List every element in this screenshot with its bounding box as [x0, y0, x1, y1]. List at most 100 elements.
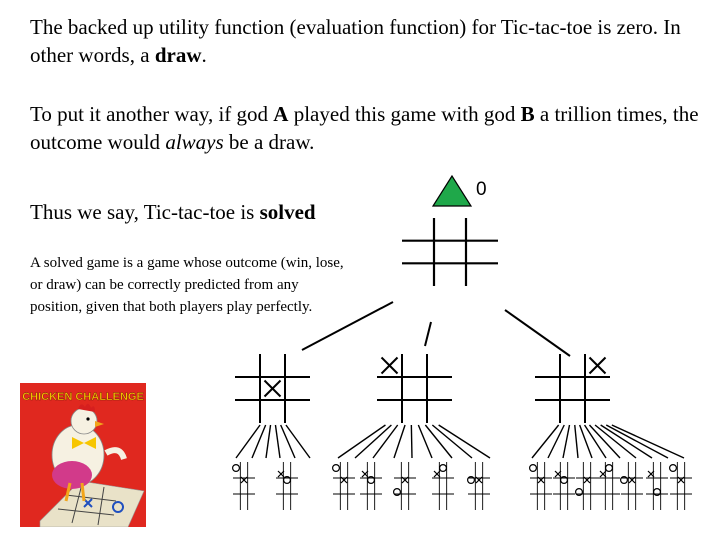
- grandchild-boards: [232, 424, 692, 510]
- grandchild-board: [646, 462, 668, 510]
- tree-edge: [574, 424, 579, 459]
- o-mark-icon: [332, 464, 341, 473]
- o-mark-icon: [232, 464, 241, 473]
- x-mark-icon: [583, 476, 591, 484]
- tree-edge: [301, 301, 394, 351]
- text-segment: Thus we say, Tic-tac-toe is: [30, 200, 260, 224]
- tree-edge: [337, 424, 386, 459]
- tictactoe-grid: [576, 462, 598, 510]
- tree-edge: [417, 424, 433, 459]
- tree-edge: [251, 424, 267, 459]
- tree-edge: [578, 424, 593, 459]
- tictactoe-grid: [233, 462, 255, 510]
- x-mark-icon: [677, 476, 685, 484]
- x-mark-icon: [361, 470, 369, 478]
- grandchild-board: [553, 462, 575, 510]
- o-mark-icon: [619, 476, 628, 485]
- chicken-challenge-image: CHICKEN CHALLENGE: [20, 383, 146, 527]
- tree-edge: [504, 309, 571, 357]
- gods-paragraph: To put it another way, if god A played t…: [30, 100, 710, 156]
- grandchild-board: [528, 462, 552, 510]
- tree-edge: [611, 424, 685, 459]
- tree-edge: [583, 424, 607, 459]
- solved-definition: A solved game is a game whose outcome (w…: [30, 255, 344, 315]
- tree-edges: [301, 301, 571, 357]
- tree-edge: [393, 424, 406, 459]
- chicken-challenge-logo: CHICKEN CHALLENGE: [22, 391, 144, 403]
- o-mark-icon: [559, 476, 568, 485]
- root-node: [431, 174, 473, 207]
- tree-edge: [562, 424, 571, 459]
- max-triangle-icon: [431, 174, 473, 207]
- tictactoe-grid: [598, 462, 620, 510]
- tree-edge: [431, 424, 473, 459]
- grandchild-board: [276, 462, 298, 510]
- x-mark-icon: [401, 476, 409, 484]
- o-mark-icon: [439, 464, 448, 473]
- x-mark-icon: [380, 356, 399, 375]
- child-board: [235, 354, 310, 423]
- tree-edge: [280, 424, 296, 459]
- god-a-label: A: [273, 102, 289, 126]
- x-mark-icon: [537, 476, 545, 484]
- tictactoe-grid: [621, 462, 643, 510]
- god-b-label: B: [520, 102, 535, 126]
- o-mark-icon: [528, 464, 537, 473]
- o-mark-icon: [283, 476, 292, 485]
- grandchild-board: [668, 462, 692, 510]
- tree-edge: [547, 424, 565, 459]
- tictactoe-grid: [377, 354, 452, 423]
- o-mark-icon: [668, 464, 677, 473]
- o-mark-icon: [467, 476, 476, 485]
- root-value: 0: [476, 179, 487, 200]
- tree-edge: [410, 424, 413, 459]
- solved-paragraph: Thus we say, Tic-tac-toe is solved: [30, 198, 316, 226]
- x-mark-icon: [647, 470, 655, 478]
- tree-edge: [354, 424, 392, 459]
- tree-edge: [274, 424, 281, 459]
- child-board: [377, 354, 452, 423]
- tictactoe-grid: [553, 462, 575, 510]
- tictactoe-grid: [394, 462, 416, 510]
- grandchild-board: [360, 462, 382, 510]
- text-segment: .: [201, 43, 207, 67]
- grandchild-board: [598, 462, 620, 510]
- x-mark-icon: [277, 470, 285, 478]
- text-segment: be a draw.: [223, 130, 315, 154]
- x-mark-icon: [554, 470, 562, 478]
- text-segment: To put it another way, if god: [30, 102, 274, 126]
- o-mark-icon: [652, 488, 661, 497]
- o-mark-icon: [393, 488, 402, 497]
- tictactoe-grid: [235, 354, 310, 423]
- x-mark-icon: [263, 379, 282, 398]
- x-mark-icon: [475, 476, 483, 484]
- text-segment: The backed up utility function (evaluati…: [30, 15, 681, 67]
- tictactoe-grid: [468, 462, 490, 510]
- tree-edge: [265, 424, 272, 459]
- tictactoe-grid: [276, 462, 298, 510]
- draw-bold-text: draw: [154, 43, 202, 67]
- tree-edge: [285, 424, 311, 459]
- tree-edge: [531, 424, 560, 459]
- tree-edge: [424, 321, 432, 347]
- x-mark-icon: [588, 356, 607, 375]
- grandchild-board: [574, 462, 598, 510]
- x-mark-icon: [433, 470, 441, 478]
- grandchild-board: [332, 462, 355, 510]
- grandchild-board: [619, 462, 643, 510]
- grandchild-board: [232, 462, 255, 510]
- tictactoe-grid: [402, 218, 498, 286]
- o-mark-icon: [367, 476, 376, 485]
- x-mark-icon: [599, 470, 607, 478]
- tictactoe-grid: [360, 462, 382, 510]
- solved-bold-text: solved: [259, 200, 316, 224]
- root-board: [402, 218, 498, 286]
- tictactoe-grid: [432, 462, 454, 510]
- text-segment: a trillion times, the outcome would: [30, 102, 699, 154]
- tree-edge: [424, 424, 453, 459]
- tictactoe-grid: [530, 462, 552, 510]
- tictactoe-grid: [646, 462, 668, 510]
- tree-edge: [600, 424, 653, 459]
- tictactoe-grid: [535, 354, 610, 423]
